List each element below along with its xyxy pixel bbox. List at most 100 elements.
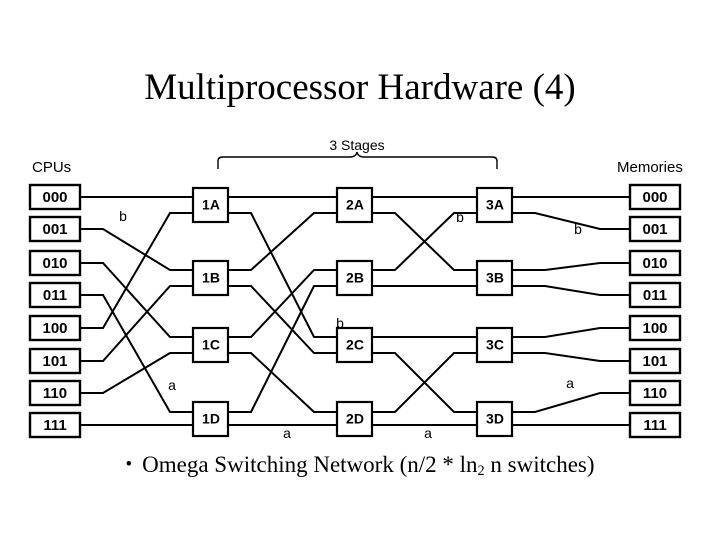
- path-label-b: b: [574, 221, 582, 237]
- switch-node[interactable]: 1B: [191, 259, 230, 297]
- wire-cpu010-1C: [80, 262, 193, 338]
- cpus-header: CPUs: [32, 159, 71, 176]
- switch-label: 1A: [202, 197, 220, 213]
- switch-node[interactable]: 3D: [475, 400, 514, 438]
- cpu-label: 010: [42, 255, 67, 272]
- wires-stage3-to-memories: [512, 196, 630, 426]
- wire-1B-2A: [228, 212, 337, 271]
- wire-3A-mem001: [512, 212, 630, 230]
- memory-node[interactable]: 010: [628, 249, 682, 277]
- wire-3C-mem100: [512, 327, 630, 338]
- caption-text-after: n switches): [484, 452, 595, 477]
- memory-label: 101: [642, 353, 667, 370]
- omega-network-svg: 3 Stages CPUs Memories: [28, 137, 683, 441]
- switch-node[interactable]: 2A: [335, 186, 374, 224]
- switch-node[interactable]: 2C: [335, 326, 374, 364]
- switch-label: 3B: [486, 270, 504, 286]
- switch-label: 2B: [346, 270, 364, 286]
- cpu-node[interactable]: 001: [28, 215, 82, 243]
- path-label-a: a: [283, 425, 291, 441]
- page-title: Multiprocessor Hardware (4): [144, 67, 576, 108]
- switch-node[interactable]: 3C: [475, 326, 514, 364]
- memory-label: 100: [642, 320, 667, 337]
- memory-node[interactable]: 001: [628, 215, 682, 243]
- memory-label: 000: [642, 189, 667, 206]
- wire-1C-2B: [228, 269, 337, 338]
- switch-node[interactable]: 2D: [335, 400, 374, 438]
- switch-label: 2D: [346, 411, 364, 427]
- wire-1B-2C: [228, 285, 337, 354]
- path-label-a: a: [566, 375, 574, 391]
- switch-stage-2: 2A 2B 2C 2D: [335, 186, 374, 438]
- path-label-list: b b b b a a a a: [119, 208, 582, 441]
- switch-label: 1B: [202, 270, 220, 286]
- switch-node[interactable]: 1D: [191, 400, 230, 438]
- omega-network-figure: 3 Stages CPUs Memories: [0, 125, 720, 450]
- stages-label: 3 Stages: [329, 137, 384, 153]
- memory-node[interactable]: 011: [628, 281, 682, 309]
- wires-stage2-to-stage3: [372, 196, 477, 426]
- switch-label: 1C: [202, 337, 220, 353]
- switch-label: 2C: [346, 337, 364, 353]
- wire-cpu110-1C: [80, 352, 193, 394]
- memory-label: 010: [642, 255, 667, 272]
- cpu-node[interactable]: 100: [28, 314, 82, 342]
- caption-text-before: Omega Switching Network (n/2 * ln: [142, 452, 478, 477]
- memory-node[interactable]: 100: [628, 314, 682, 342]
- stages-brace: [217, 151, 498, 169]
- memory-label: 001: [642, 221, 667, 238]
- switch-node[interactable]: 1A: [191, 186, 230, 224]
- cpu-node-list: 000 001 010 011 100: [28, 183, 82, 439]
- path-label-b: b: [119, 208, 127, 224]
- switch-label: 3C: [486, 337, 504, 353]
- path-label-a: a: [424, 425, 432, 441]
- wire-3D-mem110: [512, 392, 630, 413]
- wire-cpu001-1B: [80, 228, 193, 271]
- wires-stage1-to-stage2: [228, 196, 337, 426]
- cpu-label: 001: [42, 221, 67, 238]
- memory-node[interactable]: 110: [628, 379, 682, 407]
- cpu-node[interactable]: 010: [28, 249, 82, 277]
- path-label-b: b: [336, 315, 344, 331]
- switch-node[interactable]: 1C: [191, 326, 230, 364]
- cpu-node[interactable]: 101: [28, 347, 82, 375]
- memory-label: 111: [643, 417, 666, 434]
- memory-node-list: 000 001 010 011 100: [628, 183, 682, 439]
- wire-3C-mem101: [512, 352, 630, 362]
- memory-node[interactable]: 000: [628, 183, 682, 211]
- memory-label: 110: [643, 385, 667, 402]
- path-label-a: a: [168, 377, 176, 393]
- cpu-label: 101: [42, 353, 67, 370]
- cpu-node[interactable]: 011: [28, 281, 82, 309]
- switch-node[interactable]: 2B: [335, 259, 374, 297]
- switch-label: 2A: [346, 197, 364, 213]
- wire-1A-2C: [228, 212, 337, 338]
- slide-caption: •Omega Switching Network (n/2 * ln2 n sw…: [0, 452, 720, 480]
- wire-cpu011-1D: [80, 294, 193, 413]
- cpu-node[interactable]: 000: [28, 183, 82, 211]
- cpu-node[interactable]: 111: [28, 411, 82, 439]
- memory-node[interactable]: 101: [628, 347, 682, 375]
- memories-header: Memories: [617, 159, 683, 176]
- wire-cpu100-1A: [80, 212, 193, 329]
- switch-label: 3D: [486, 411, 504, 427]
- memory-node[interactable]: 111: [628, 411, 682, 439]
- switch-stage-3: 3A 3B 3C 3D: [475, 186, 514, 438]
- wire-1C-2D: [228, 352, 337, 413]
- wire-cpu101-1B: [80, 285, 193, 362]
- wire-2D-3C: [372, 352, 477, 413]
- wire-3B-mem010: [512, 262, 630, 271]
- memory-label: 011: [643, 287, 667, 304]
- cpu-node[interactable]: 110: [28, 379, 82, 407]
- cpu-label: 110: [43, 385, 67, 402]
- switch-node[interactable]: 3B: [475, 259, 514, 297]
- caption-subscript: 2: [477, 463, 485, 480]
- switch-label: 1D: [202, 411, 220, 427]
- switch-stage-1: 1A 1B 1C 1D: [191, 186, 230, 438]
- wire-3B-mem011: [512, 285, 630, 296]
- cpu-label: 100: [42, 320, 67, 337]
- switch-node[interactable]: 3A: [475, 186, 514, 224]
- switch-label: 3A: [486, 197, 504, 213]
- cpu-label: 000: [42, 189, 67, 206]
